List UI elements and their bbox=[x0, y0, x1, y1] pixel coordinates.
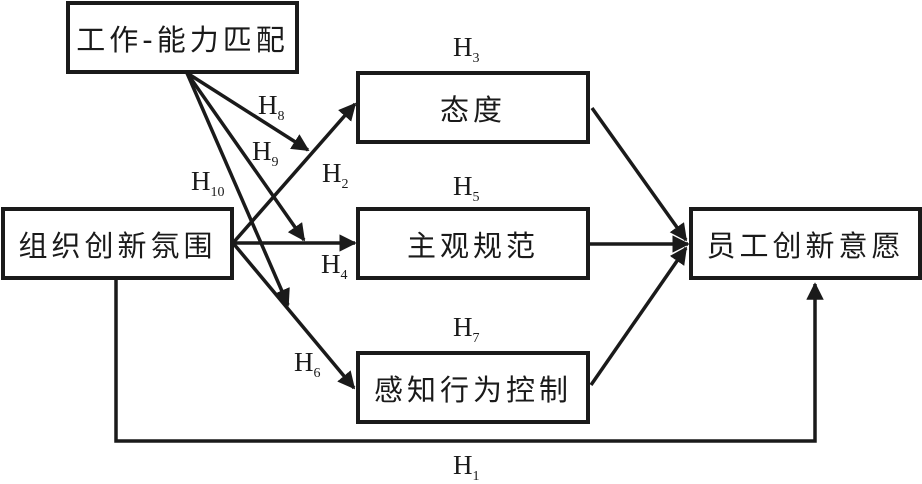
label-h7: H7 bbox=[453, 312, 480, 346]
arrow-h10 bbox=[185, 72, 290, 307]
arrow-h7 bbox=[589, 246, 688, 386]
label-h6: H6 bbox=[294, 347, 321, 381]
arrow-h1 bbox=[114, 279, 824, 443]
node-innovation-intention: 员工创新意愿 bbox=[689, 207, 922, 280]
label-h2: H2 bbox=[322, 158, 349, 192]
label-h9: H9 bbox=[252, 136, 279, 170]
arrow-h8 bbox=[186, 71, 310, 152]
node-org-climate: 组织创新氛围 bbox=[1, 207, 234, 280]
label-h5: H5 bbox=[453, 171, 480, 205]
label-h4: H4 bbox=[321, 249, 348, 283]
arrow-h2 bbox=[231, 102, 357, 245]
arrow-h3 bbox=[590, 106, 688, 242]
node-perceived-control: 感知行为控制 bbox=[356, 351, 590, 424]
label-h8: H8 bbox=[258, 90, 285, 124]
label-h10: H10 bbox=[191, 166, 225, 200]
label-h1: H1 bbox=[453, 450, 480, 484]
label-h3: H3 bbox=[453, 32, 480, 66]
node-attitude: 态度 bbox=[356, 71, 590, 144]
node-job-fit: 工作-能力匹配 bbox=[66, 1, 299, 74]
node-subjective-norm: 主观规范 bbox=[356, 207, 590, 280]
arrow-h9 bbox=[185, 71, 306, 242]
arrow-h6 bbox=[231, 241, 356, 390]
